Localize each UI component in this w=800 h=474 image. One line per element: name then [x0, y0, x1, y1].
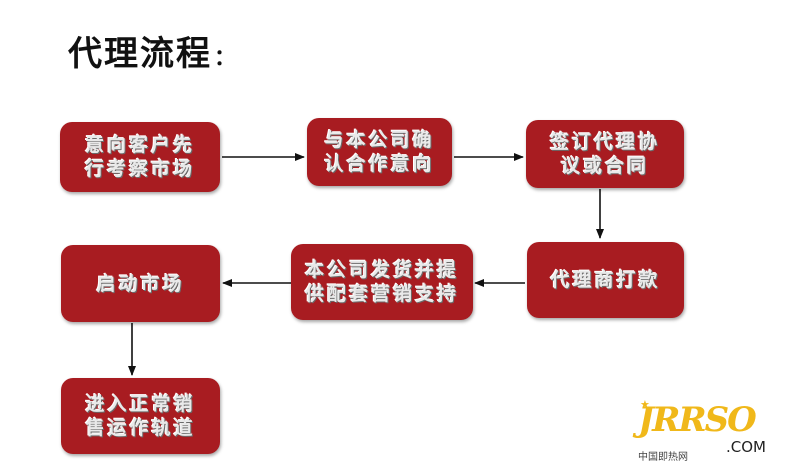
logo-cn-text: 中国即热网	[638, 452, 688, 463]
title-colon: ：	[214, 46, 239, 71]
step-2-label: 与本公司确 认合作意向	[324, 129, 435, 175]
step-2-box: 与本公司确 认合作意向	[307, 118, 452, 186]
step-1-label: 意向客户先 行考察市场	[84, 134, 195, 180]
step-5-box: 本公司发货并提 供配套营销支持	[291, 244, 473, 320]
site-logo: ★ JRRSO .COM 中国即热网	[630, 398, 780, 468]
step-5-label: 本公司发货并提 供配套营销支持	[304, 259, 459, 305]
step-4-box: 代理商打款	[527, 242, 684, 318]
logo-main-text: JRRSO	[638, 400, 757, 440]
step-4-label: 代理商打款	[550, 269, 661, 291]
step-1-box: 意向客户先 行考察市场	[60, 122, 220, 192]
star-icon: ★	[640, 398, 650, 411]
logo-com-text: .COM	[726, 438, 766, 456]
step-6-box: 启动市场	[61, 245, 220, 322]
step-7-box: 进入正常销 售运作轨道	[61, 378, 220, 454]
step-3-label: 签订代理协 议或合同	[549, 131, 660, 177]
page-title: 代理流程：	[68, 26, 238, 75]
step-3-box: 签订代理协 议或合同	[526, 120, 684, 188]
title-text: 代理流程	[68, 34, 212, 74]
step-7-label: 进入正常销 售运作轨道	[85, 393, 196, 439]
step-6-label: 启动市场	[96, 272, 185, 295]
